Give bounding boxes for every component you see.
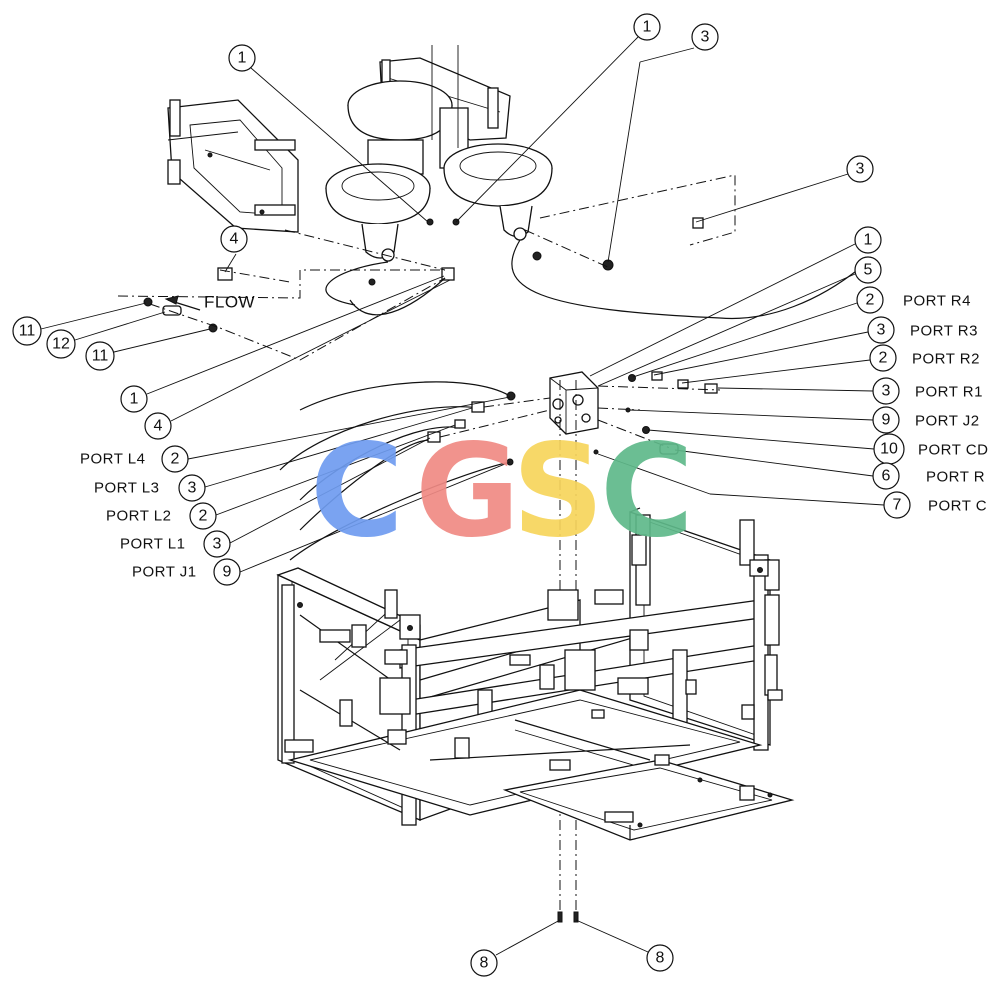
balloon: 12 [46,329,76,359]
bottom-bolts [557,911,579,923]
balloon: 3 [178,474,206,502]
port-label: PORT R4 [903,293,971,310]
port-label: PORT R3 [910,323,978,340]
svg-text:2: 2 [171,451,180,468]
balloon: 2 [161,445,189,473]
svg-text:1: 1 [643,19,652,36]
balloon: 4 [220,225,248,253]
balloon: 5 [854,256,882,284]
port-label: PORT J2 [915,413,980,430]
balloon: 9 [872,406,900,434]
leader-lines [40,36,885,956]
svg-text:12: 12 [52,336,70,353]
balloon: 1 [633,13,661,41]
svg-text:8: 8 [480,955,489,972]
balloon: 9 [213,558,241,586]
svg-text:3: 3 [701,29,710,46]
balloon: 2 [869,344,897,372]
balloon-callouts: 1 1 3 3 4 11 12 11 1 4 1 5 2 3 2 3 9 10 … [12,13,911,977]
balloon: 4 [144,412,172,440]
watermark-letter-3: S [512,417,604,566]
balloon: 3 [203,530,231,558]
balloon: 2 [189,502,217,530]
svg-text:9: 9 [882,412,891,429]
manifold-left-fittings [427,391,551,466]
svg-text:1: 1 [130,391,139,408]
flow-indicator: FLOW [164,293,255,312]
svg-text:2: 2 [866,292,875,309]
port-label: PORT L2 [106,508,171,525]
port-labels: PORT R4 PORT R3 PORT R2 PORT R1 PORT J2 … [80,293,988,581]
svg-text:3: 3 [213,536,222,553]
port-label: PORT R2 [912,351,980,368]
svg-text:11: 11 [92,348,109,365]
front-right-bowl [443,143,553,241]
base-frame [276,507,795,841]
balloon: 11 [12,316,42,346]
svg-text:6: 6 [882,468,891,485]
svg-text:8: 8 [656,950,665,967]
flow-label: FLOW [204,293,255,312]
svg-text:4: 4 [154,418,163,435]
svg-text:11: 11 [19,323,36,340]
balloon: 1 [120,385,148,413]
svg-text:3: 3 [188,480,197,497]
hydraulic-hoses [279,239,861,561]
svg-text:7: 7 [893,497,902,514]
front-left-bowl [325,163,431,262]
balloon: 3 [846,155,874,183]
svg-text:2: 2 [199,508,208,525]
balloon: 1 [854,226,882,254]
balloon: 3 [872,377,900,405]
balloon: 3 [867,316,895,344]
svg-text:3: 3 [856,161,865,178]
port-label: PORT L4 [80,451,145,468]
svg-text:1: 1 [864,232,873,249]
balloon: 10 [873,433,905,465]
port-label: PORT CD [918,442,988,459]
watermark-letter-2: G [415,417,520,566]
balloon: 8 [470,949,498,977]
port-label: PORT L3 [94,480,159,497]
watermark-letter-4: C [600,417,694,566]
port-label: PORT R1 [915,384,983,401]
svg-text:1: 1 [238,50,247,67]
balloon: 11 [85,341,115,371]
svg-text:3: 3 [882,383,891,400]
balloon: 2 [856,286,884,314]
svg-text:3: 3 [877,322,886,339]
balloon: 1 [228,44,256,72]
port-label: PORT L1 [120,536,185,553]
port-label: PORT R [926,469,985,486]
svg-text:10: 10 [880,441,898,458]
balloon: 3 [691,23,719,51]
left-mounting-bracket [167,99,299,233]
balloon: 8 [646,944,674,972]
watermark-letter-1: C [310,417,404,566]
port-label: PORT J1 [132,564,197,581]
watermark: C G S C [310,417,694,566]
svg-text:2: 2 [879,350,888,367]
manifold-right-fittings [593,371,721,455]
svg-text:9: 9 [223,564,232,581]
svg-text:5: 5 [864,262,873,279]
svg-text:4: 4 [230,231,239,248]
balloon: 6 [872,462,900,490]
port-label: PORT C [928,498,987,515]
balloon: 7 [883,491,911,519]
